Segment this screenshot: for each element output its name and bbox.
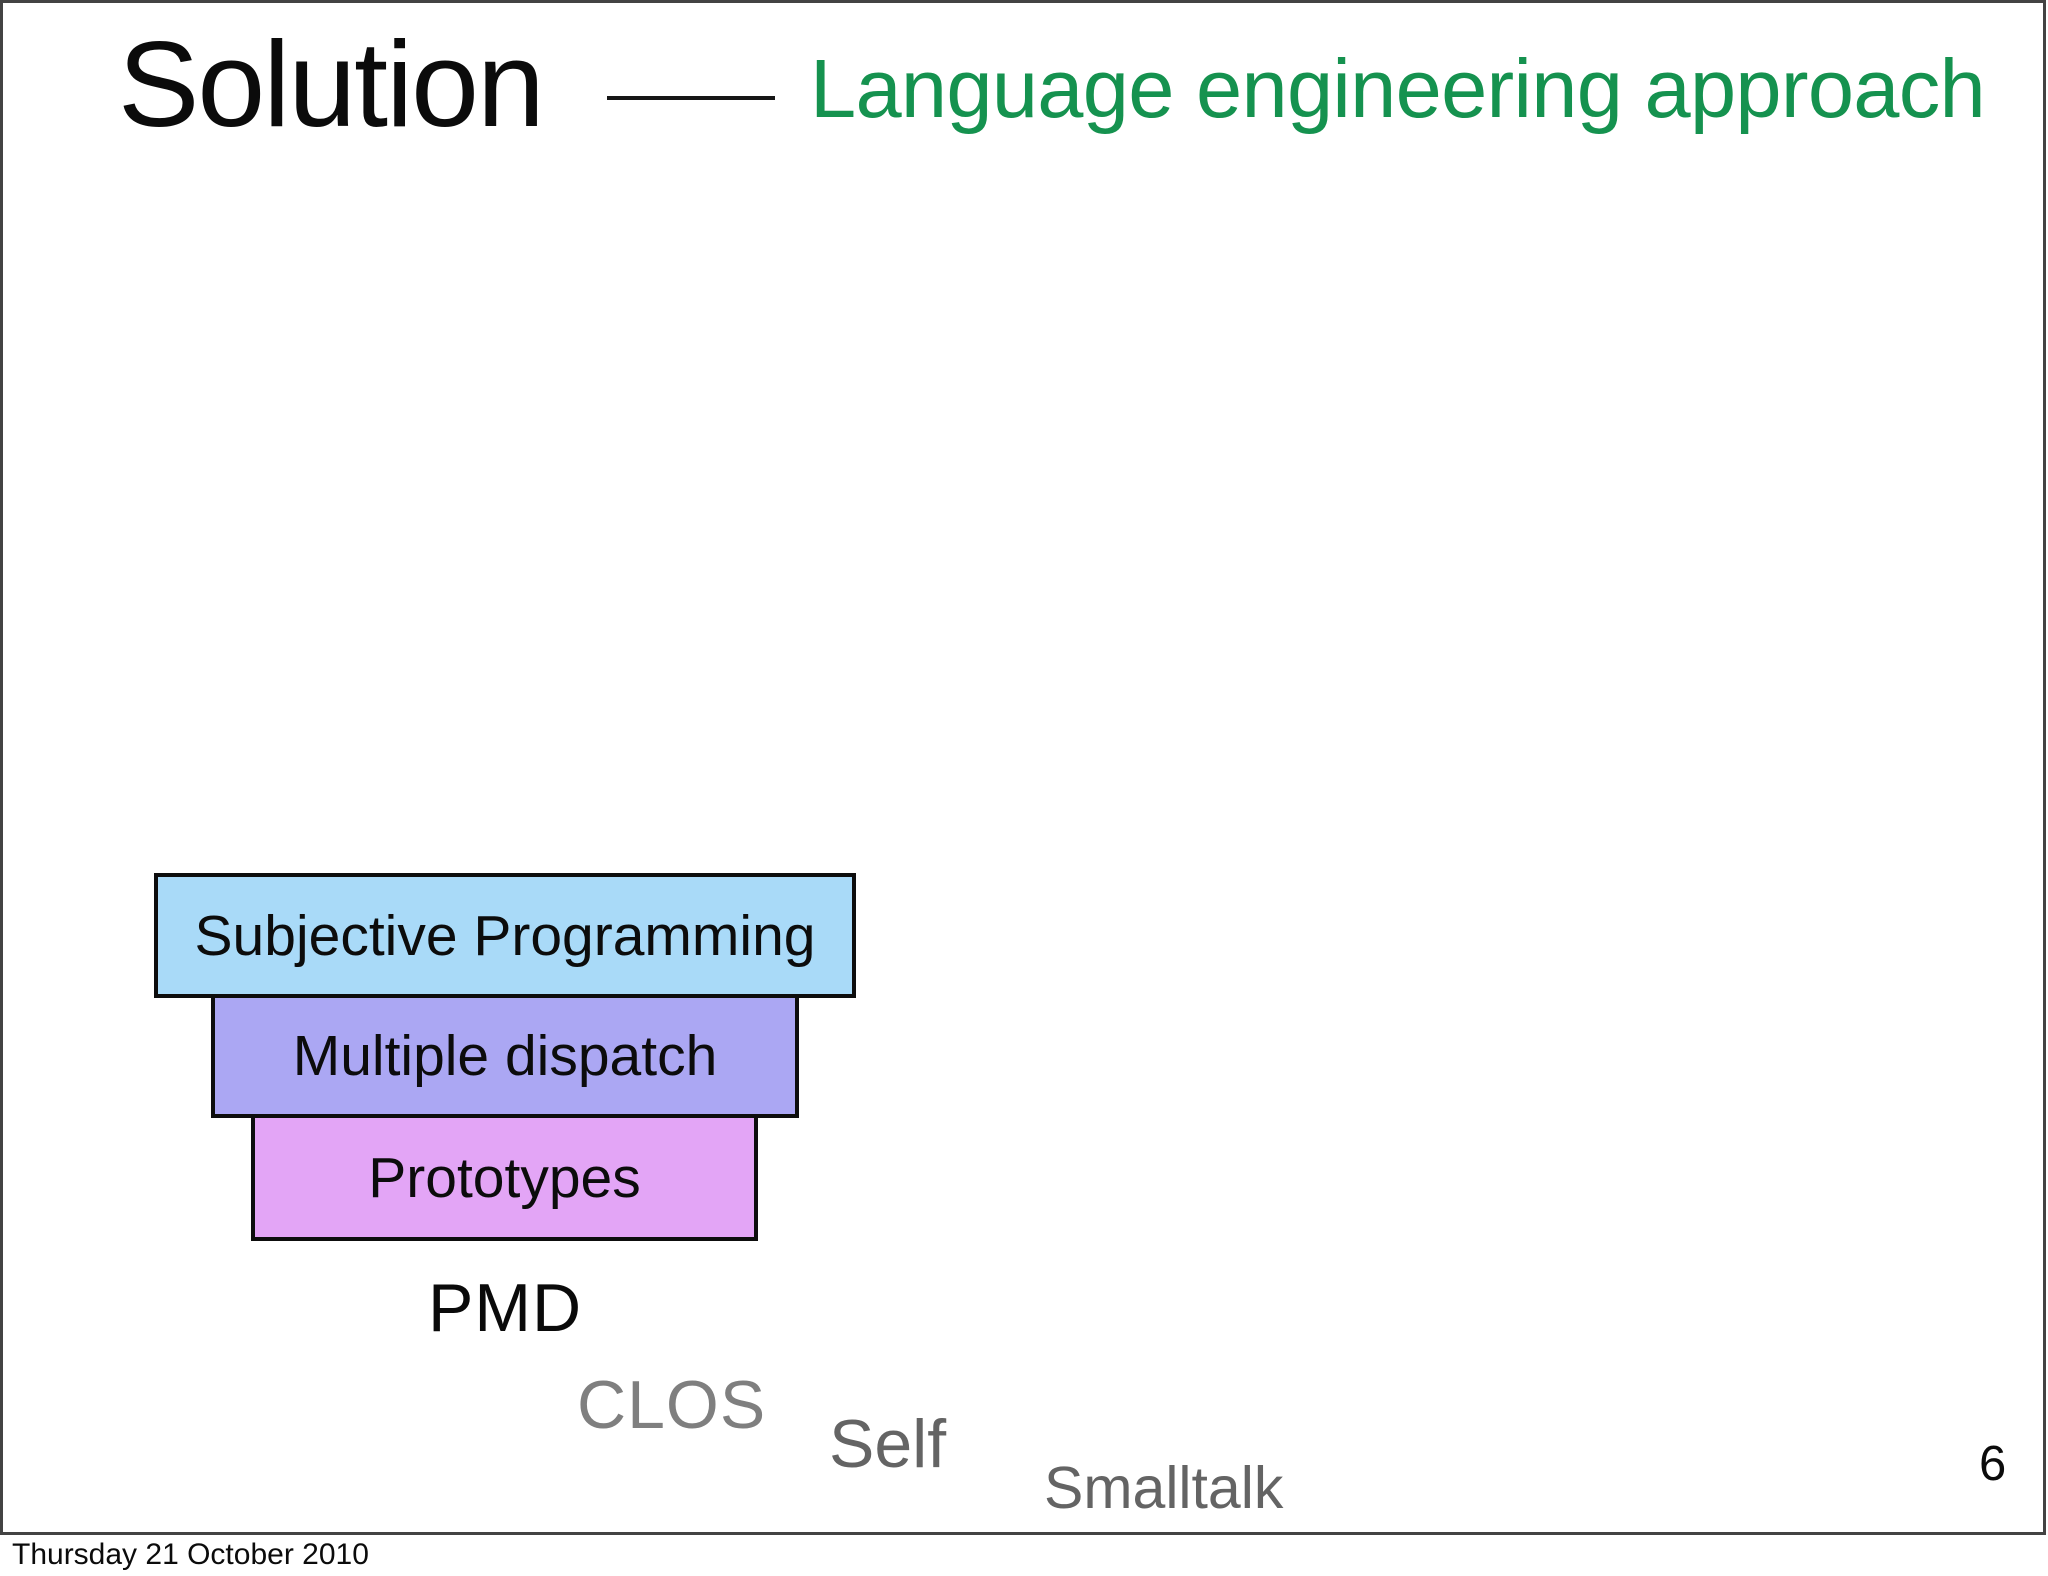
slide-frame xyxy=(0,0,2046,1535)
stack-box-label: Subjective Programming xyxy=(194,903,816,968)
stack-box-prototypes: Prototypes xyxy=(251,1114,758,1241)
title-divider-line xyxy=(607,96,775,100)
slide-subtitle: Language engineering approach xyxy=(810,42,1986,135)
language-label-self: Self xyxy=(829,1406,947,1482)
language-label-smalltalk: Smalltalk xyxy=(1044,1455,1284,1521)
footer-date: Thursday 21 October 2010 xyxy=(12,1538,369,1571)
stack-box-subjective-programming: Subjective Programming xyxy=(154,873,856,998)
page-number: 6 xyxy=(1979,1437,2007,1491)
page-title: Solution xyxy=(118,16,545,152)
stack-box-multiple-dispatch: Multiple dispatch xyxy=(211,994,799,1118)
language-label-clos: CLOS xyxy=(577,1367,767,1443)
stack-box-label: Multiple dispatch xyxy=(292,1024,718,1088)
stack-box-label: Prototypes xyxy=(368,1145,641,1210)
language-label-pmd: PMD xyxy=(428,1270,583,1346)
